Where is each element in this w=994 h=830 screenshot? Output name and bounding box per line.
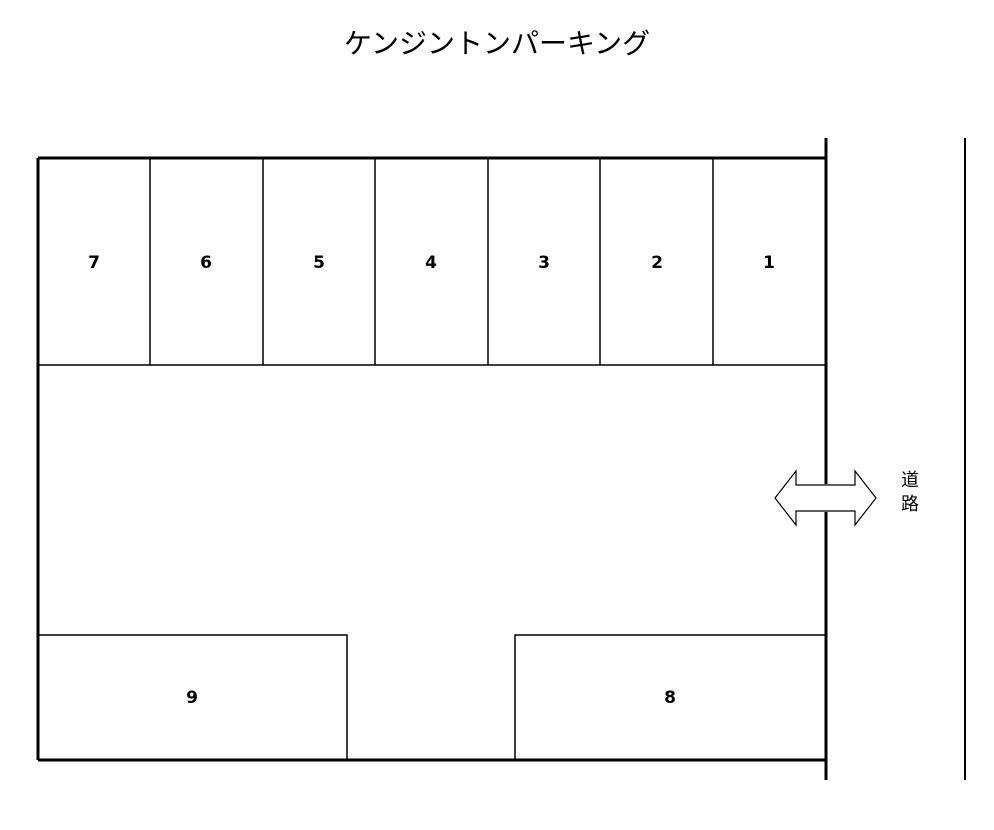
space-9-outline [38,634,348,760]
road-label-char: 路 [901,494,919,515]
space-label: 6 [200,253,212,273]
road-label-char: 道 [901,470,919,491]
bottom-row [38,634,826,760]
space-label: 8 [664,688,676,708]
top-space-labels: 7 6 5 4 3 2 1 [88,253,775,273]
space-8-outline [514,634,826,760]
lot-boundary [36,138,828,780]
space-label: 9 [186,688,198,708]
space-label: 2 [651,253,663,273]
space-label: 4 [425,253,437,273]
bottom-space-labels: 9 8 [186,688,676,708]
space-label: 1 [763,253,775,273]
space-label: 7 [88,253,100,273]
space-label: 5 [313,253,325,273]
double-arrow-icon [774,469,877,527]
top-row [38,158,826,366]
page-title: ケンジントンパーキング [343,27,651,60]
space-label: 3 [538,253,550,273]
